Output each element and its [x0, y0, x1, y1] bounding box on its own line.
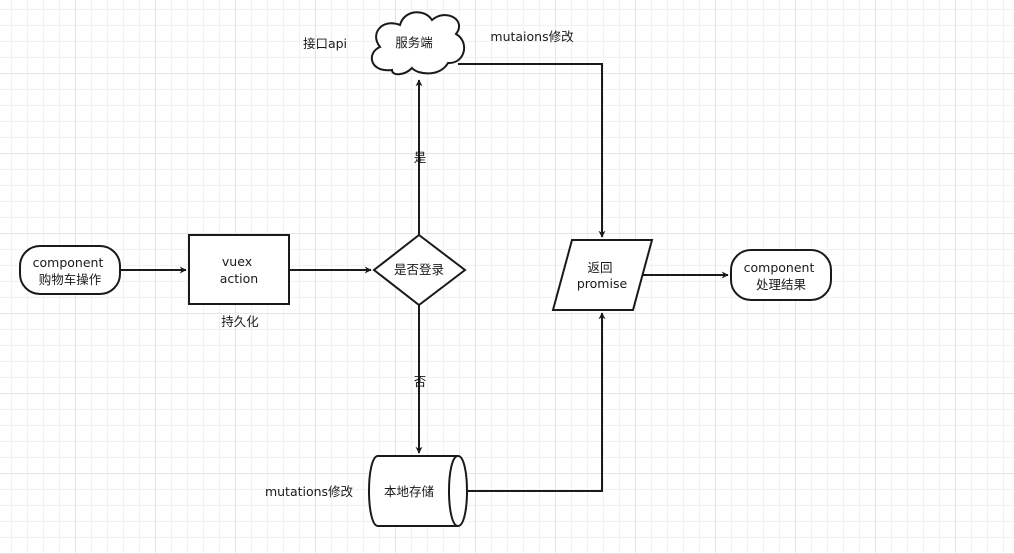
label-yes: 是	[414, 150, 427, 165]
node-is-logged-in: 是否登录	[372, 233, 467, 307]
node-component-cart: component 购物车操作	[19, 245, 121, 295]
label-api: 接口api	[303, 36, 347, 51]
node-component-cart-label: component 购物车操作	[33, 255, 108, 287]
node-local-storage: 本地存储	[368, 455, 468, 527]
edge-labels: 持久化 接口api mutaions修改 是 否 mutations修改	[221, 29, 574, 499]
label-no: 否	[414, 374, 427, 389]
node-return-promise-label: 返回 promise	[577, 260, 628, 291]
label-persist: 持久化	[221, 314, 259, 329]
label-mutations-server: mutaions修改	[490, 29, 574, 44]
label-mutations-local: mutations修改	[265, 484, 354, 499]
node-server: 服务端	[370, 11, 466, 76]
edges	[120, 63, 729, 492]
node-vuex-action: vuex action	[188, 234, 290, 305]
edge-server-to-promise	[458, 63, 606, 238]
node-vuex-action-label: vuex action	[220, 254, 258, 286]
node-component-result-label: component 处理结果	[744, 260, 819, 292]
node-local-storage-label: 本地存储	[384, 484, 434, 499]
node-server-label: 服务端	[395, 35, 433, 50]
node-return-promise: 返回 promise	[551, 239, 654, 311]
node-is-logged-in-label: 是否登录	[394, 262, 444, 277]
node-component-result: component 处理结果	[730, 249, 832, 301]
cloud-icon	[370, 11, 466, 76]
edge-local-storage-to-promise	[467, 312, 606, 492]
